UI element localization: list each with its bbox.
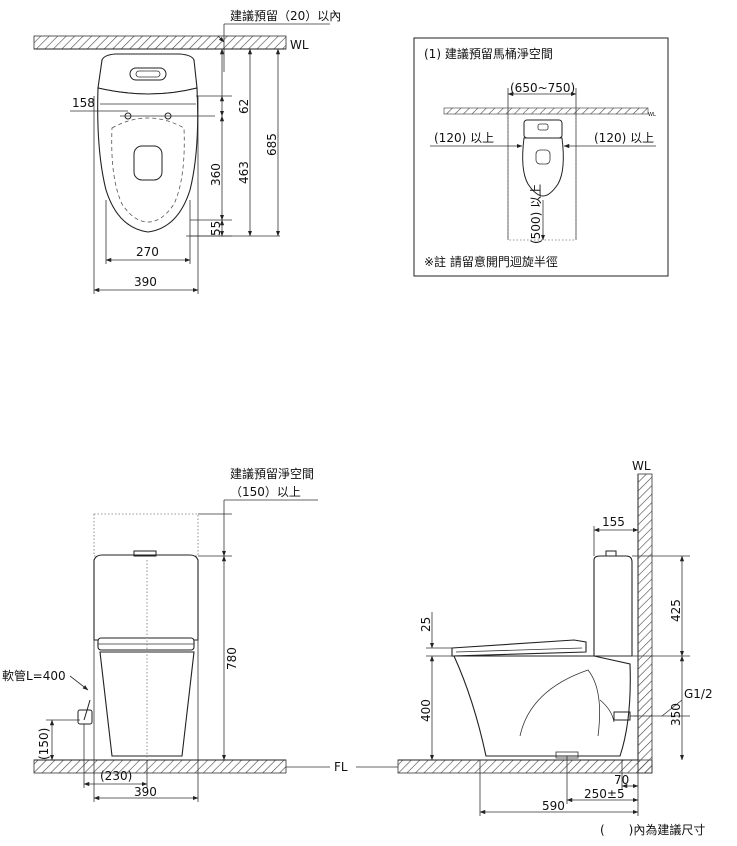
- side-wall-hatch: [637, 473, 653, 774]
- top-wall-label: WL: [290, 38, 309, 52]
- front-clearance-line2: （150）以上: [230, 485, 301, 499]
- dim-360: 360: [209, 163, 223, 186]
- clearance-box: (1) 建議預留馬桶淨空間 WL (650~750) (120) 以上 (120…: [413, 37, 669, 277]
- dim-158: 158: [72, 96, 95, 110]
- hose-label: 軟管L=400: [2, 668, 66, 683]
- front-clearance-line1: 建議預留淨空間: [230, 467, 314, 481]
- clearance-width: (650~750): [510, 81, 575, 95]
- wall-gap-note: 建議預留（20）以內: [230, 9, 341, 23]
- dim-590: 590: [542, 799, 565, 813]
- dim-463: 463: [237, 161, 251, 184]
- front-view-tank: [93, 554, 199, 641]
- dim-685: 685: [265, 133, 279, 156]
- dim-390-top: 390: [134, 275, 157, 289]
- dim-390-front: 390: [134, 785, 157, 799]
- top-wall-hatch: [33, 35, 287, 50]
- dim-25: 25: [419, 617, 433, 632]
- clearance-front: (500) 以上: [529, 184, 543, 244]
- dim-155: 155: [602, 515, 625, 529]
- top-view-seat: [111, 117, 185, 223]
- dim-62: 62: [237, 99, 251, 114]
- dim-350: 350: [669, 703, 683, 726]
- dim-270: 270: [136, 245, 159, 259]
- dim-400: 400: [419, 699, 433, 722]
- front-view: 建議預留淨空間 （150）以上 軟管L=400 780 (150): [2, 467, 318, 802]
- side-view-tank: [593, 555, 633, 657]
- dim-55: 55: [209, 221, 223, 236]
- floor-label: FL: [334, 760, 348, 774]
- clearance-wall-label: WL: [648, 112, 656, 118]
- top-view-bowl: [97, 87, 199, 233]
- mini-toilet-bowl: [522, 137, 564, 197]
- clearance-title: (1) 建議預留馬桶淨空間: [424, 46, 553, 61]
- hose-valve-icon: [77, 709, 93, 725]
- top-view-opening: [133, 145, 163, 181]
- dim-70: 70: [614, 773, 629, 787]
- pipe-size: G1/2: [684, 687, 713, 701]
- front-floor-hatch: [33, 759, 287, 774]
- flush-button-icon: [129, 67, 167, 81]
- side-view-bowl: [453, 655, 631, 757]
- side-view: WL 155 425 G1/2 350 25 400: [397, 459, 713, 816]
- dim-150: (150): [37, 728, 51, 760]
- footnote: ( )內為建議尺寸: [600, 823, 705, 837]
- clearance-side-left: (120) 以上: [434, 131, 494, 145]
- top-view-tank: [97, 53, 198, 95]
- dim-780: 780: [225, 647, 239, 670]
- side-wall-label: WL: [632, 459, 651, 473]
- top-view: WL 建議預留（20）以內 158 62 360 463 68: [33, 9, 341, 294]
- clearance-side-right: (120) 以上: [594, 131, 654, 145]
- hose: [83, 699, 91, 721]
- dim-425: 425: [669, 599, 683, 622]
- clearance-note: ※註 請留意開門迴旋半徑: [424, 254, 558, 269]
- side-floor-hatch: [397, 759, 653, 774]
- side-view-seat: [451, 639, 587, 657]
- dim-230: (230): [100, 769, 132, 783]
- dim-250: 250±5: [584, 787, 625, 801]
